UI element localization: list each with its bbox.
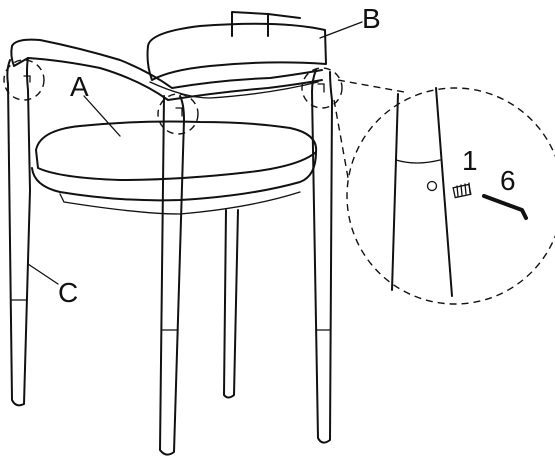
seat-top xyxy=(35,120,318,181)
leader-line-c xyxy=(27,263,59,285)
hole-right xyxy=(317,83,325,93)
magnified-hole xyxy=(426,180,438,192)
label-a: A xyxy=(70,71,89,102)
magnified-leg xyxy=(391,87,453,297)
seat-underframe xyxy=(59,191,301,215)
label-part-1: 1 xyxy=(462,145,478,176)
backrest-lower-edge xyxy=(149,81,319,99)
leader-line-b xyxy=(319,21,363,39)
detail-callout xyxy=(333,79,555,305)
detail-circle-right xyxy=(301,67,343,109)
label-c: C xyxy=(58,277,78,308)
magnified-leg-collar xyxy=(395,159,441,164)
front-right-leg xyxy=(159,95,185,456)
top-rail-outer xyxy=(11,38,323,89)
rear-right-leg xyxy=(223,209,239,399)
detail-circle-large xyxy=(346,87,555,305)
leader-line-a xyxy=(83,95,121,137)
label-part-6: 6 xyxy=(500,165,516,196)
top-rail-inner xyxy=(27,57,323,101)
allen-key-tool xyxy=(482,194,528,220)
connector-bottom xyxy=(333,99,357,223)
front-left-leg xyxy=(6,57,31,407)
bolt-part xyxy=(452,182,472,199)
detail-circle-middle xyxy=(157,93,199,135)
connector-top xyxy=(337,79,405,93)
hole-middle xyxy=(175,107,183,117)
chair-drawing xyxy=(3,11,363,456)
seat-side xyxy=(31,151,317,202)
hole-left xyxy=(23,75,31,83)
backrest-cushion xyxy=(146,22,327,81)
label-b: B xyxy=(362,3,381,34)
detail-circle-left xyxy=(3,59,45,101)
rear-left-leg xyxy=(311,69,333,444)
top-rail-left-end xyxy=(10,45,29,67)
